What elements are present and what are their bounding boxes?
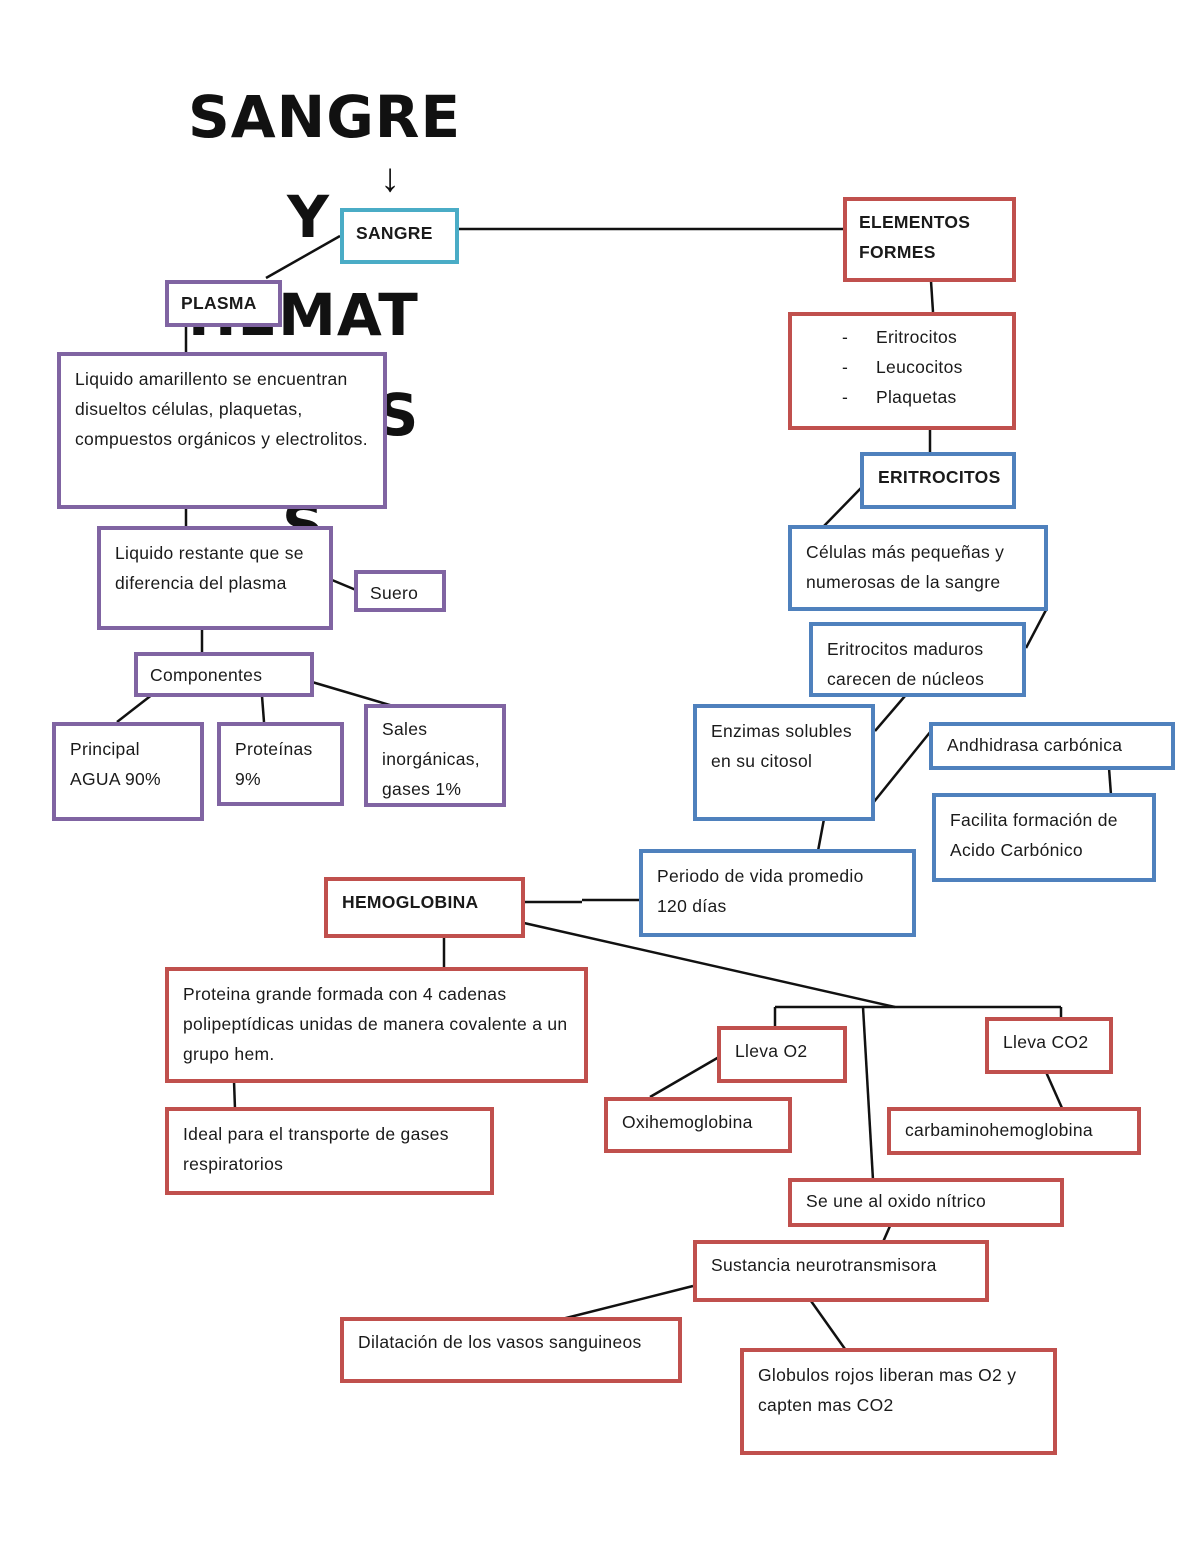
node-liquido-restante-text: Liquido restante que se diferencia del p…: [115, 543, 304, 593]
connector-line: [1107, 767, 1113, 796]
node-enzimas-solubles: Enzimas solubles en su citosol: [693, 704, 875, 821]
node-suero-label: Suero: [370, 583, 419, 603]
node-proteina-grande: Proteina grande formada con 4 cadenas po…: [165, 967, 588, 1083]
connector-line: [809, 1300, 847, 1350]
connector-line: [265, 234, 341, 280]
node-anhidrasa-carbonica-label: Andhidrasa carbónica: [947, 735, 1123, 755]
node-oxido-nitrico-label: Se une al oxido nítrico: [806, 1191, 987, 1211]
connector-line: [1044, 1071, 1064, 1109]
node-globulos-rojos-text: Globulos rojos liberan mas O2 y capten m…: [758, 1365, 1017, 1415]
connector-line: [823, 486, 863, 527]
node-lleva-co2: Lleva CO2: [985, 1017, 1113, 1074]
node-sangre: SANGRE: [340, 208, 459, 264]
node-eritrocitos: ERITROCITOS: [860, 452, 1016, 509]
node-facilita-formacion: Facilita formación de Acido Carbónico: [932, 793, 1156, 882]
connector-line: [874, 695, 906, 732]
title-line-1: SANGRE: [188, 83, 462, 151]
connector-line: [881, 1225, 892, 1243]
node-celulas-pequenas: Células más pequeñas y numerosas de la s…: [788, 525, 1048, 611]
node-proteina-grande-text: Proteina grande formada con 4 cadenas po…: [183, 984, 568, 1064]
node-plasma-label: PLASMA: [181, 293, 257, 313]
connector-line: [561, 1284, 694, 1321]
node-carbaminohemoglobina-label: carbaminohemoglobina: [905, 1120, 1093, 1140]
node-hemoglobina-label: HEMOGLOBINA: [342, 892, 479, 912]
node-facilita-formacion-text: Facilita formación de Acido Carbónico: [950, 810, 1118, 860]
connector-line: [872, 730, 932, 804]
node-oxido-nitrico: Se une al oxido nítrico: [788, 1178, 1064, 1227]
node-sales-inorganicas-text: Sales inorgánicas, gases 1%: [382, 719, 480, 799]
elementos-list: Eritrocitos Leucocitos Plaquetas: [842, 322, 998, 412]
connector-line: [649, 1055, 720, 1099]
connector-line: [232, 1080, 237, 1110]
node-enzimas-solubles-text: Enzimas solubles en su citosol: [711, 721, 852, 771]
node-eritrocitos-maduros-text: Eritrocitos maduros carecen de núcleos: [827, 639, 985, 689]
elementos-list-item: Leucocitos: [842, 352, 998, 382]
node-principal-agua-text: Principal AGUA 90%: [70, 739, 161, 789]
node-lleva-o2-label: Lleva O2: [735, 1041, 808, 1061]
node-lleva-co2-label: Lleva CO2: [1003, 1032, 1089, 1052]
node-oxihemoglobina-label: Oxihemoglobina: [622, 1112, 753, 1132]
node-eritrocitos-label: ERITROCITOS: [878, 467, 1001, 487]
node-lleva-o2: Lleva O2: [717, 1026, 847, 1083]
node-elementos-formes-label: ELEMENTOS FORMES: [859, 212, 971, 262]
node-elementos-formes: ELEMENTOS FORMES: [843, 197, 1016, 282]
node-sustancia-neurotransmisora-label: Sustancia neurotransmisora: [711, 1255, 937, 1275]
connector-line: [260, 695, 266, 723]
node-oxihemoglobina: Oxihemoglobina: [604, 1097, 792, 1153]
node-ideal-transporte: Ideal para el transporte de gases respir…: [165, 1107, 494, 1195]
connector-line: [523, 921, 896, 1009]
node-dilatacion-vasos-label: Dilatación de los vasos sanguineos: [358, 1332, 642, 1352]
node-anhidrasa-carbonica: Andhidrasa carbónica: [929, 722, 1175, 770]
node-suero: Suero: [354, 570, 446, 612]
node-plasma-description-text: Liquido amarillento se encuentran disuel…: [75, 369, 368, 449]
node-elementos-list: Eritrocitos Leucocitos Plaquetas: [788, 312, 1016, 430]
node-globulos-rojos: Globulos rojos liberan mas O2 y capten m…: [740, 1348, 1057, 1455]
node-periodo-vida-text: Periodo de vida promedio 120 días: [657, 866, 864, 916]
node-proteinas: Proteínas 9%: [217, 722, 344, 806]
connector-line: [1024, 609, 1048, 649]
node-componentes: Componentes: [134, 652, 314, 697]
connector-line: [116, 693, 154, 723]
node-plasma-description: Liquido amarillento se encuentran disuel…: [57, 352, 387, 509]
node-sangre-label: SANGRE: [356, 223, 433, 243]
connector-line: [331, 578, 357, 592]
node-hemoglobina: HEMOGLOBINA: [324, 877, 525, 938]
node-sales-inorganicas: Sales inorgánicas, gases 1%: [364, 704, 506, 807]
node-periodo-vida: Periodo de vida promedio 120 días: [639, 849, 916, 937]
elementos-list-item: Eritrocitos: [842, 322, 998, 352]
connector-line: [311, 680, 394, 708]
node-liquido-restante: Liquido restante que se diferencia del p…: [97, 526, 333, 630]
node-ideal-transporte-text: Ideal para el transporte de gases respir…: [183, 1124, 449, 1174]
title-line-2: Y: [287, 183, 330, 251]
down-arrow-icon: ↓: [380, 156, 400, 200]
node-dilatacion-vasos: Dilatación de los vasos sanguineos: [340, 1317, 682, 1383]
elementos-list-item: Plaquetas: [842, 382, 998, 412]
connector-line: [861, 1006, 875, 1181]
connector-line: [816, 818, 826, 852]
node-proteinas-text: Proteínas 9%: [235, 739, 313, 789]
node-sustancia-neurotransmisora: Sustancia neurotransmisora: [693, 1240, 989, 1302]
node-eritrocitos-maduros: Eritrocitos maduros carecen de núcleos: [809, 622, 1026, 697]
node-celulas-pequenas-text: Células más pequeñas y numerosas de la s…: [806, 542, 1005, 592]
node-principal-agua: Principal AGUA 90%: [52, 722, 204, 821]
connector-line: [929, 280, 935, 313]
node-carbaminohemoglobina: carbaminohemoglobina: [887, 1107, 1141, 1155]
node-componentes-label: Componentes: [150, 665, 263, 685]
node-plasma: PLASMA: [165, 280, 282, 327]
